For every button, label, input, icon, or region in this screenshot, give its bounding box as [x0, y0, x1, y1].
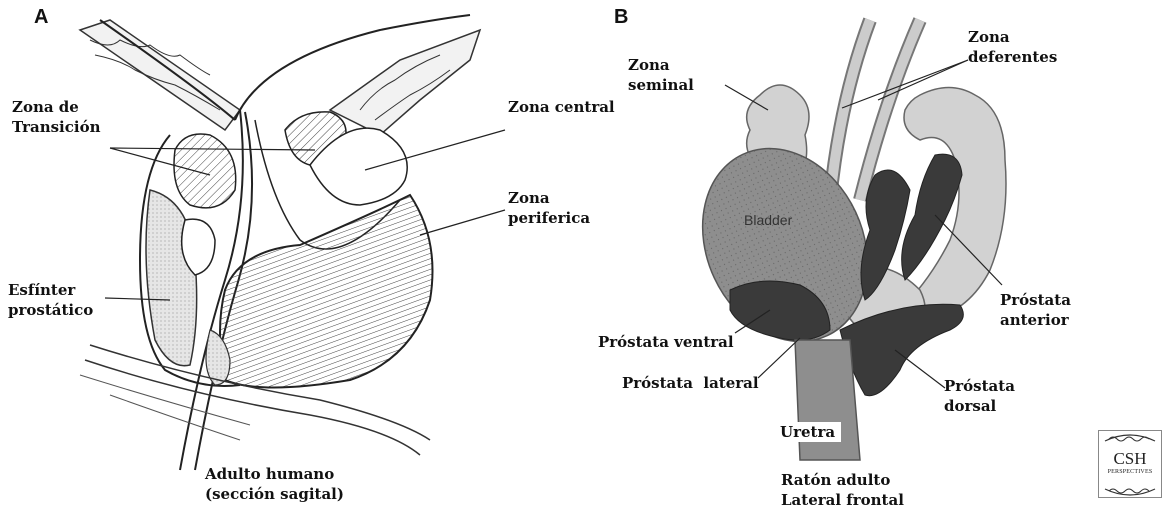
label-prostata-anterior: Próstata anterior [1000, 290, 1071, 330]
label-esfinter: Esfínter prostático [8, 280, 93, 320]
label-zona-transicion: Zona de Transición [12, 97, 100, 137]
logo-bottom-text: PERSPECTIVES [1099, 469, 1161, 475]
label-prostata-ventral: Próstata ventral [598, 332, 734, 352]
label-uretra: Uretra [780, 422, 841, 442]
label-zona-central: Zona central [508, 97, 615, 117]
label-zona-periferica: Zona periferica [508, 188, 590, 228]
caption-panel-b: Ratón adulto Lateral frontal [781, 470, 904, 506]
panel-a-illustration [0, 0, 600, 506]
label-bladder: Bladder [744, 212, 792, 228]
csh-perspectives-logo: CSH PERSPECTIVES [1098, 430, 1162, 498]
logo-top-text: CSH [1099, 449, 1161, 469]
caption-panel-a: Adulto humano (sección sagital) [205, 464, 344, 504]
panel-a-letter: A [34, 6, 48, 29]
label-zona-seminal: Zona seminal [628, 55, 694, 95]
label-prostata-dorsal: Próstata dorsal [944, 376, 1015, 416]
panel-b-letter: B [614, 6, 628, 29]
label-zona-deferentes: Zona deferentes [968, 27, 1057, 67]
label-prostata-lateral: Próstata lateral [622, 373, 759, 393]
